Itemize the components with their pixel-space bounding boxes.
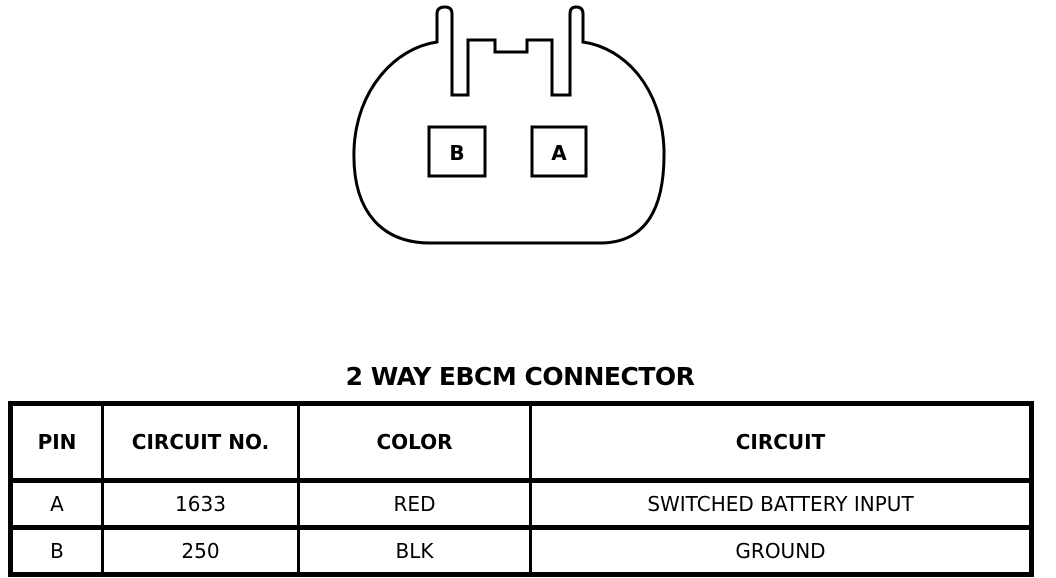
cell-color: BLK (297, 526, 532, 576)
cell-color: RED (297, 479, 532, 529)
cell-pin: B (9, 526, 104, 576)
pinout-table: PIN CIRCUIT NO. COLOR CIRCUIT A 1633 RED… (8, 401, 1034, 577)
connector-title: 2 WAY EBCM CONNECTOR (345, 362, 695, 391)
cell-circuit-no: 250 (101, 526, 300, 576)
pin-b-label: B (449, 141, 464, 165)
header-circuit-no: CIRCUIT NO. (101, 402, 300, 482)
header-color: COLOR (297, 402, 532, 482)
pin-b-socket (427, 125, 487, 178)
connector-outline (352, 5, 666, 245)
cell-circuit: SWITCHED BATTERY INPUT (529, 479, 1033, 529)
header-pin: PIN (9, 402, 104, 482)
cell-pin: A (9, 479, 104, 529)
pin-a-socket (530, 125, 588, 178)
cell-circuit: GROUND (529, 526, 1033, 576)
table-row: A 1633 RED SWITCHED BATTERY INPUT (9, 479, 1033, 529)
table-header-row: PIN CIRCUIT NO. COLOR CIRCUIT (9, 402, 1033, 482)
header-circuit: CIRCUIT (529, 402, 1033, 482)
connector-diagram: B A (352, 5, 666, 245)
table-row: B 250 BLK GROUND (9, 526, 1033, 576)
cell-circuit-no: 1633 (101, 479, 300, 529)
pin-a-label: A (551, 141, 567, 165)
